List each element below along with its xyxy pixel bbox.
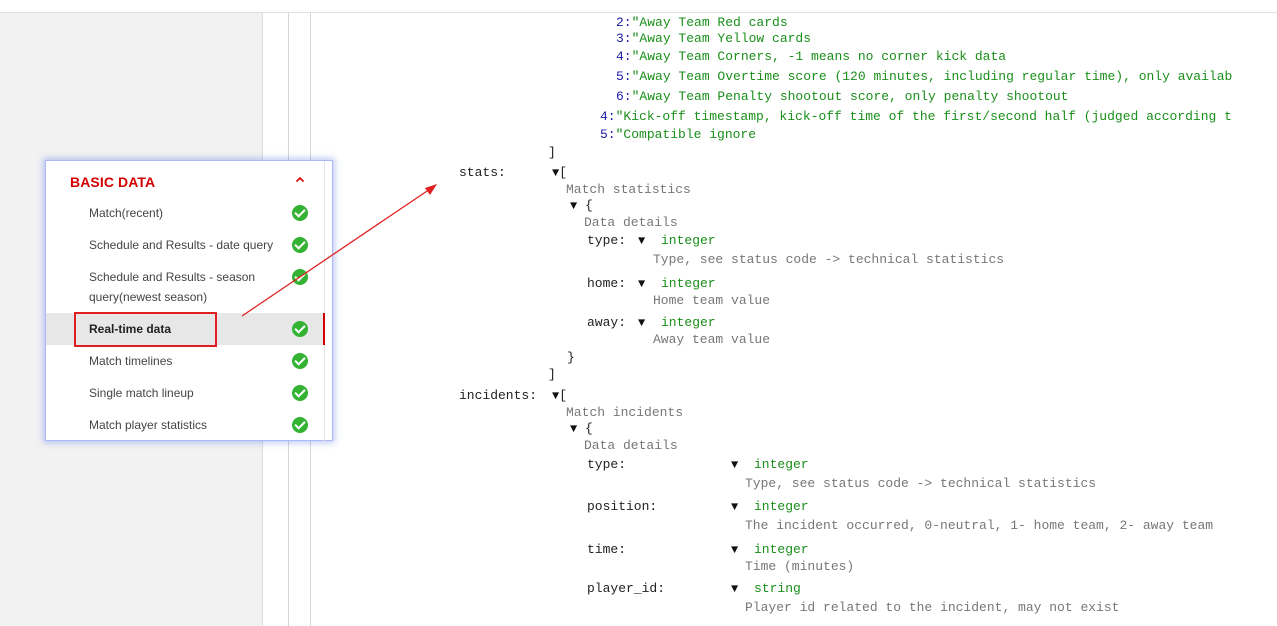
- chevron-up-icon[interactable]: [295, 174, 305, 188]
- triangle-down-icon: ▼: [731, 500, 739, 514]
- close-bracket: ]: [548, 145, 556, 160]
- menu-item-match-player-statistics[interactable]: Match player statistics: [46, 415, 324, 435]
- menu-item-match-timelines[interactable]: Match timelines: [46, 351, 324, 371]
- triangle-down-icon: ▼: [731, 582, 739, 596]
- menu-item-label: Match player statistics: [89, 418, 208, 432]
- stats-field-home-type: integer: [661, 276, 716, 291]
- check-circle-icon: [292, 237, 308, 253]
- stats-key: stats:: [459, 165, 506, 180]
- stats-field-type-key: type:: [587, 233, 627, 248]
- incidents-field-time-type: integer: [754, 542, 809, 557]
- stats-field-home-key: home:: [587, 276, 627, 291]
- stats-field-away-desc: Away team value: [653, 332, 771, 347]
- menu-item-label-line1: Schedule and Results - season: [89, 270, 256, 284]
- check-circle-icon: [292, 205, 308, 221]
- menu-item-match-recent[interactable]: Match(recent): [46, 203, 324, 223]
- incidents-field-type-toggle[interactable]: ▼: [731, 457, 738, 473]
- score-item-5: 5:"Away Team Overtime score (120 minutes…: [616, 69, 1233, 84]
- incidents-field-time-desc: Time (minutes): [745, 559, 855, 574]
- check-circle-icon: [292, 269, 308, 285]
- stats-field-home-desc: Home team value: [653, 293, 771, 308]
- check-circle-icon: [292, 417, 308, 433]
- menu-item-single-match-lineup[interactable]: Single match lineup: [46, 383, 324, 403]
- top-divider: [0, 12, 1277, 13]
- incidents-object-toggle[interactable]: ▼ {: [570, 421, 593, 436]
- stats-field-home-toggle[interactable]: ▼: [638, 276, 645, 292]
- stats-toggle[interactable]: ▼[: [552, 165, 568, 180]
- incidents-field-player-id-type: string: [754, 581, 801, 596]
- incidents-field-player-id-key: player_id:: [587, 581, 666, 596]
- triangle-down-icon: ▼: [638, 234, 646, 248]
- menu-scrollbar-track[interactable]: [324, 161, 325, 442]
- stats-details-label: Data details: [584, 215, 678, 230]
- stats-field-type-desc: Type, see status code -> technical stati…: [653, 252, 1005, 267]
- triangle-down-icon: ▼: [731, 543, 739, 557]
- incidents-field-player-id-desc: Player id related to the incident, may n…: [745, 600, 1120, 615]
- incidents-field-type-type: integer: [754, 457, 809, 472]
- menu-item-label: Match timelines: [89, 354, 173, 368]
- outer-item-4: 4:"Kick-off timestamp, kick-off time of …: [600, 109, 1232, 124]
- menu-item-schedule-season[interactable]: Schedule and Results - season query(newe…: [46, 267, 324, 307]
- stats-field-away-type: integer: [661, 315, 716, 330]
- check-circle-icon: [292, 385, 308, 401]
- incidents-field-position-type: integer: [754, 499, 809, 514]
- incidents-field-time-key: time:: [587, 542, 627, 557]
- incidents-field-type-desc: Type, see status code -> technical stati…: [745, 476, 1097, 491]
- check-circle-icon: [292, 321, 308, 337]
- triangle-down-icon: ▼: [638, 277, 646, 291]
- score-item-2: 2:"Away Team Red cards: [616, 15, 788, 30]
- menu-item-label-line2: query(newest season): [89, 290, 208, 304]
- incidents-field-player-id-toggle[interactable]: ▼: [731, 581, 738, 597]
- stats-field-type-type: integer: [661, 233, 716, 248]
- triangle-down-icon: ▼: [570, 199, 578, 213]
- score-item-4: 4:"Away Team Corners, -1 means no corner…: [616, 49, 1007, 64]
- menu-section-title[interactable]: BASIC DATA: [70, 174, 156, 190]
- incidents-field-type-key: type:: [587, 457, 627, 472]
- stats-close-bracket: ]: [548, 367, 556, 382]
- outer-item-5: 5:"Compatible ignore: [600, 127, 757, 142]
- incidents-field-position-key: position:: [587, 499, 658, 514]
- stats-field-away-key: away:: [587, 315, 627, 330]
- triangle-down-icon: ▼: [638, 316, 646, 330]
- triangle-down-icon: ▼: [552, 166, 560, 180]
- menu-item-real-time-data[interactable]: Real-time data: [46, 313, 325, 345]
- incidents-toggle[interactable]: ▼[: [552, 388, 568, 403]
- stats-object-toggle[interactable]: ▼ {: [570, 198, 593, 213]
- check-circle-icon: [292, 353, 308, 369]
- menu-item-label: Real-time data: [89, 322, 172, 336]
- incidents-field-time-toggle[interactable]: ▼: [731, 542, 738, 558]
- incidents-field-position-toggle[interactable]: ▼: [731, 499, 738, 515]
- incidents-details-label: Data details: [584, 438, 678, 453]
- menu-item-label: Schedule and Results - date query: [89, 238, 274, 252]
- incidents-description: Match incidents: [566, 405, 684, 420]
- triangle-down-icon: ▼: [570, 422, 578, 436]
- menu-item-label: Single match lineup: [89, 386, 194, 400]
- menu-item-schedule-date[interactable]: Schedule and Results - date query: [46, 235, 324, 255]
- basic-data-menu: BASIC DATA Match(recent) Schedule and Re…: [45, 160, 333, 442]
- stats-description: Match statistics: [566, 182, 691, 197]
- triangle-down-icon: ▼: [552, 389, 560, 403]
- stats-field-type-toggle[interactable]: ▼: [638, 233, 645, 249]
- score-item-3: 3:"Away Team Yellow cards: [616, 31, 812, 46]
- stats-close-brace: }: [567, 350, 575, 365]
- incidents-field-position-desc: The incident occurred, 0-neutral, 1- hom…: [745, 518, 1214, 533]
- triangle-down-icon: ▼: [731, 458, 739, 472]
- stats-field-away-toggle[interactable]: ▼: [638, 315, 645, 331]
- incidents-key: incidents:: [459, 388, 538, 403]
- menu-item-label: Match(recent): [89, 206, 164, 220]
- score-item-6: 6:"Away Team Penalty shootout score, onl…: [616, 89, 1069, 104]
